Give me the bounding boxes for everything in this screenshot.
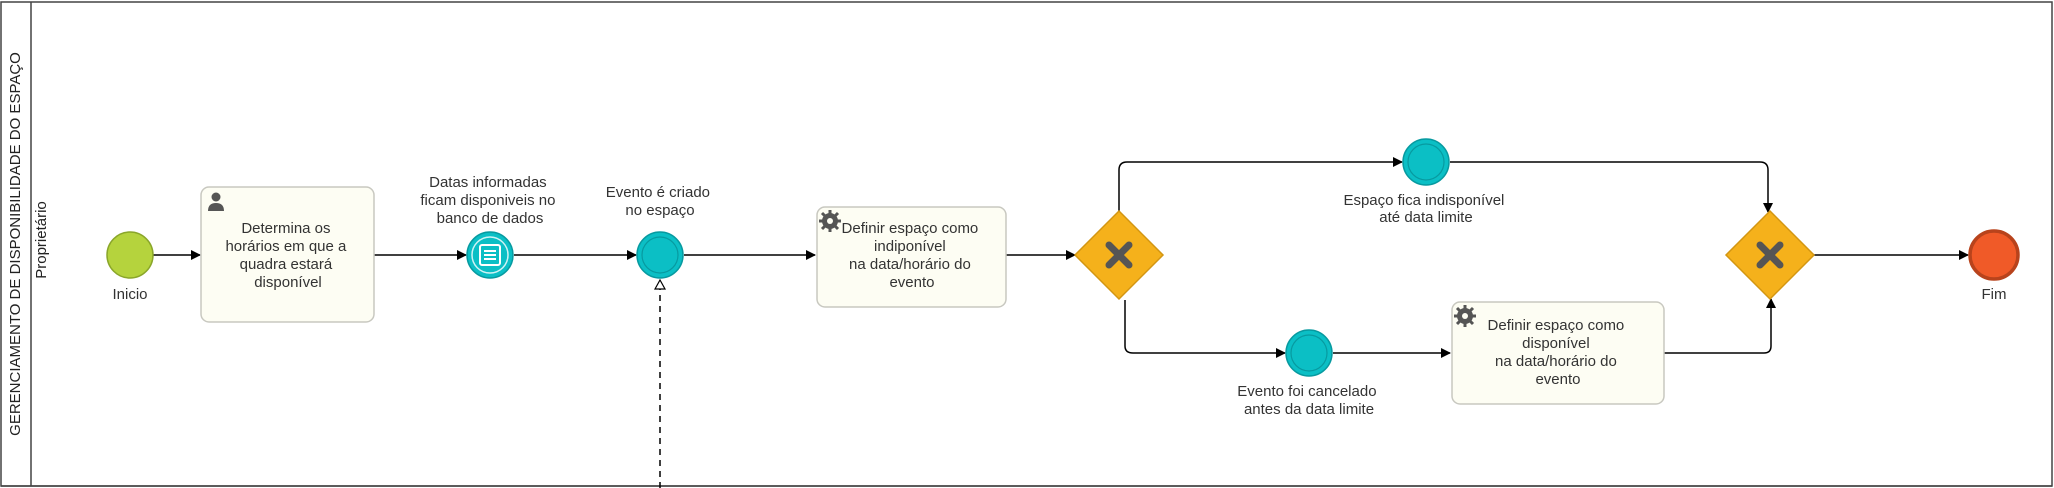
gateway-merge[interactable] [1724, 209, 1816, 301]
lane-title: Proprietário [33, 201, 50, 279]
gear-icon [1454, 305, 1476, 327]
task-define-schedule-label: Determina os horários em que a quadra es… [225, 220, 350, 291]
user-icon [208, 192, 224, 211]
gear-icon [819, 210, 841, 232]
list-icon [479, 244, 501, 266]
task-set-unavailable[interactable]: Definir espaço como indiponível na data/… [816, 206, 1007, 308]
event-cancelled-label: Evento foi cancelado antes da data limit… [1237, 383, 1380, 418]
flow-gateway-to-unavailable [1118, 157, 1403, 213]
sequence-flows [153, 157, 1969, 488]
event-created[interactable] [636, 231, 684, 279]
exclusive-x-icon [1756, 241, 1784, 269]
start-event[interactable] [106, 231, 154, 279]
pool-title: GERENCIAMENTO DE DISPONIBILIDADE DO ESPA… [7, 52, 24, 436]
event-unavailable-label: Espaço fica indisponível até data limite [1343, 192, 1508, 226]
message-flow-head [653, 278, 667, 290]
flow-gateway-to-cancelled [1124, 300, 1286, 358]
task-set-available[interactable]: Definir espaço como disponível na data/h… [1451, 301, 1665, 405]
task-set-available-label: Definir espaço como disponível na data/h… [1488, 317, 1629, 388]
flow-task-to-merge [1664, 298, 1776, 354]
end-event[interactable] [1968, 229, 2020, 281]
event-unavailable[interactable] [1402, 138, 1450, 186]
task-set-unavailable-label: Definir espaço como indiponível na data/… [842, 220, 983, 291]
event-cancelled[interactable] [1285, 329, 1333, 377]
start-event-label: Inicio [112, 286, 147, 303]
event-created-label: Evento é criado no espaço [606, 184, 714, 219]
data-store-label: Datas informadas ficam disponiveis no ba… [420, 174, 559, 227]
gateway-split[interactable] [1073, 209, 1165, 301]
flow-unavailable-to-merge [1450, 161, 1773, 213]
end-event-label: Fim [1982, 286, 2007, 303]
data-store-event[interactable] [466, 231, 514, 279]
exclusive-x-icon [1105, 241, 1133, 269]
task-define-schedule[interactable]: Determina os horários em que a quadra es… [200, 186, 375, 323]
